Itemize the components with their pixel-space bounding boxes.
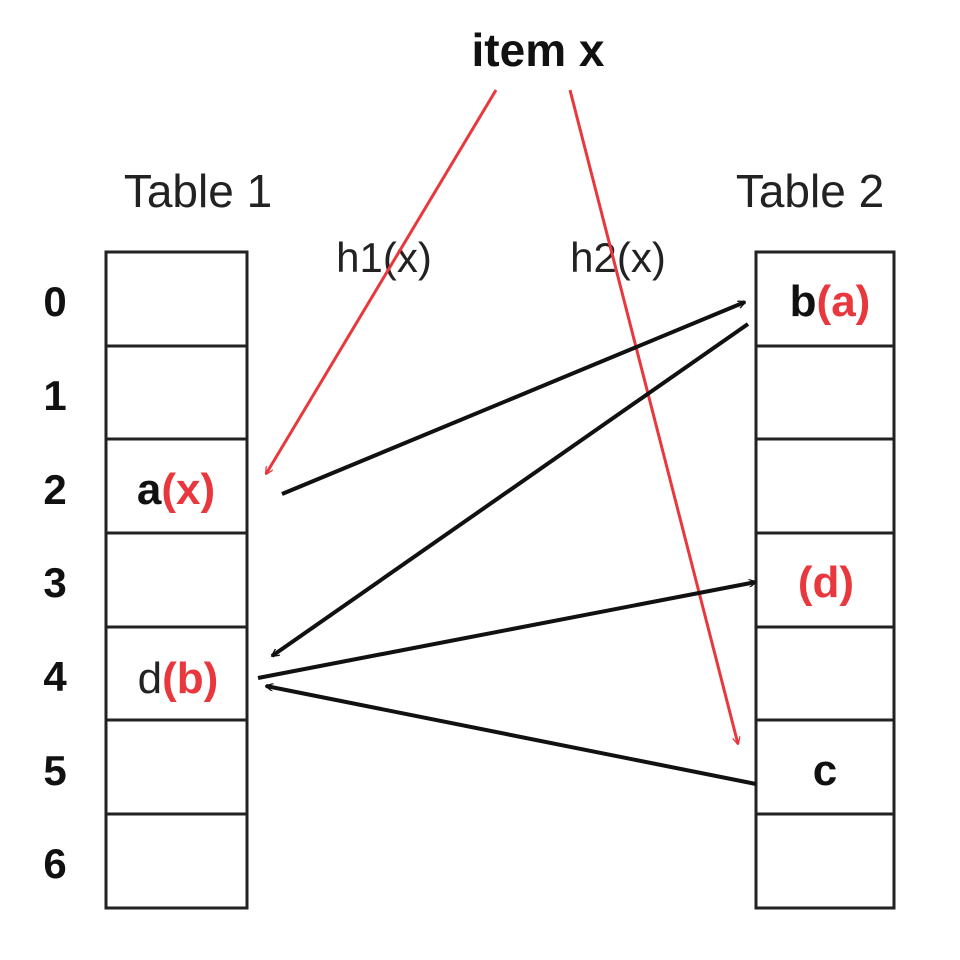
move-arrow-b-to-d	[272, 322, 750, 658]
cell-key: d	[138, 654, 162, 703]
move-arrow-a-to-b	[281, 300, 745, 496]
cell-key: c	[813, 746, 837, 795]
table2-cell-5: c	[813, 746, 837, 795]
row-index: 6	[43, 840, 66, 887]
cell-previous: (b)	[162, 654, 218, 703]
table1-cell-4: d(b)	[138, 654, 219, 703]
table2-cell-3: (d)	[798, 558, 854, 607]
cell-previous: (a)	[817, 277, 871, 326]
table1-label: Table 1	[124, 165, 272, 217]
row-index: 5	[43, 747, 66, 794]
row-index: 3	[43, 559, 66, 606]
h1-arrow	[264, 89, 498, 474]
table2-label: Table 2	[736, 165, 884, 217]
h1-label: h1(x)	[336, 234, 432, 281]
cell-previous: (d)	[798, 558, 854, 607]
row-index: 2	[43, 466, 66, 513]
table2-cell-0: b(a)	[790, 277, 871, 326]
item-title: item x	[472, 24, 605, 76]
row-index: 1	[43, 372, 66, 419]
table1-grid	[104, 250, 249, 910]
row-index: 0	[43, 278, 66, 325]
cell-previous: (x)	[161, 465, 215, 514]
cell-key: a	[137, 465, 162, 514]
move-arrow-c-to-d	[266, 686, 757, 786]
move-arrow-d-to-table2	[257, 582, 756, 680]
cell-key: b	[790, 277, 817, 326]
h2-arrow	[568, 89, 738, 744]
table1-cell-2: a(x)	[137, 465, 215, 514]
row-index: 4	[43, 653, 67, 700]
